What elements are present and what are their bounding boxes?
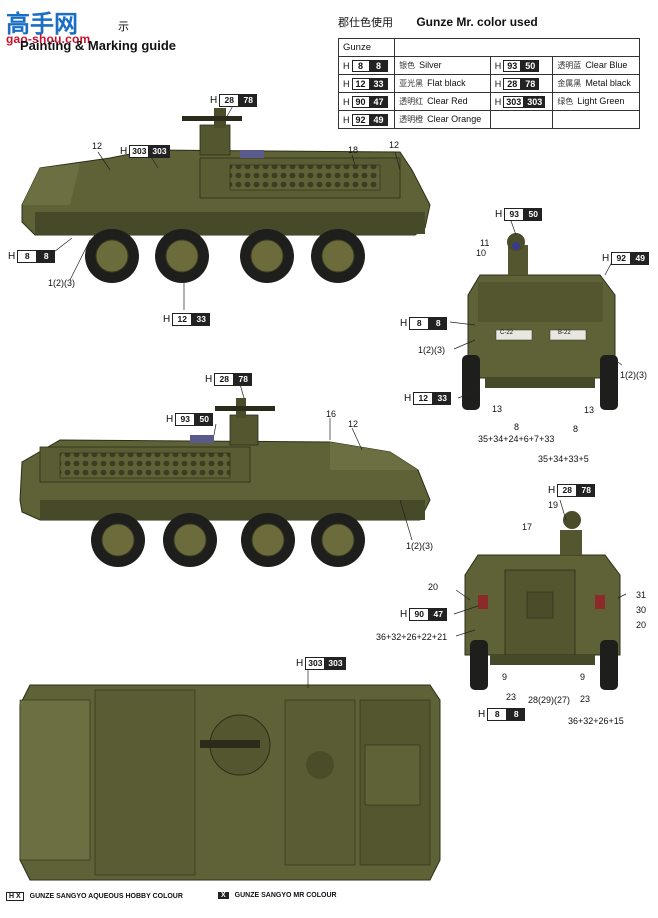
rear-view [464,511,621,690]
part-label: 12 [389,140,400,150]
part-label: 1(2)(3) [620,370,648,380]
color-heading: 郡仕色使用 Gunze Mr. color used [338,14,538,30]
legend-mr-text: GUNZE SANGYO MR COLOUR [234,892,337,899]
part-label: 1(2)(3) [406,541,434,551]
part-label: 13 [584,405,595,415]
part-label: 36+32+26+15 [568,716,624,726]
part-label: 23 [580,694,591,704]
color-heading-cn: 郡仕色使用 [338,16,393,29]
part-label: 8 [514,422,520,432]
legend-aqueous: H X GUNZE SANGYO AQUEOUS HOBBY COLOUR [6,892,183,901]
top-view [19,684,441,881]
front-view [462,233,618,410]
side-view-right [19,398,431,567]
part-label: 28(29)(27) [528,695,571,705]
partial-cn-title: 示 [118,20,129,33]
part-label: 16 [326,409,337,419]
site-logo: 高手网 [6,10,78,38]
part-label: 13 [492,404,503,414]
part-label: 18 [348,145,359,155]
side-view-left [21,108,431,283]
site-url: gao-shou.com [6,32,91,46]
part-label: 12 [92,141,103,151]
part-label: 35+34+33+5 [538,454,589,464]
part-label: 35+34+24+6+7+33 [478,434,555,444]
part-label: 19 [548,500,559,510]
part-label: 23 [506,692,517,702]
part-label: 36+32+26+22+21 [376,632,448,642]
front-plate-right-text: B-22 [558,330,571,336]
legend-mr: X GUNZE SANGYO MR COLOUR [218,892,337,899]
legend-aqueous-box: H X [6,892,24,901]
part-label: 10 [476,248,487,258]
legend-mr-box: X [218,892,229,899]
part-label: 8 [573,424,579,434]
guide-title: Painting & Marking guide [20,38,177,53]
part-label: 9 [580,672,586,682]
part-label: 12 [348,419,359,429]
part-label: 1(2)(3) [418,345,446,355]
front-plate-left-text: C-22 [500,330,514,336]
part-label: 11 [480,238,490,248]
part-label: 30 [636,605,647,615]
part-label: 1(2)(3) [48,278,76,288]
leader-lines [49,103,627,688]
part-label: 20 [428,582,439,592]
part-label: 9 [502,672,508,682]
part-label: 17 [522,522,533,532]
part-label: 20 [636,620,647,630]
color-heading-en: Gunze Mr. color used [416,15,538,29]
legend-aqueous-text: GUNZE SANGYO AQUEOUS HOBBY COLOUR [29,893,183,900]
part-label: 31 [636,590,647,600]
